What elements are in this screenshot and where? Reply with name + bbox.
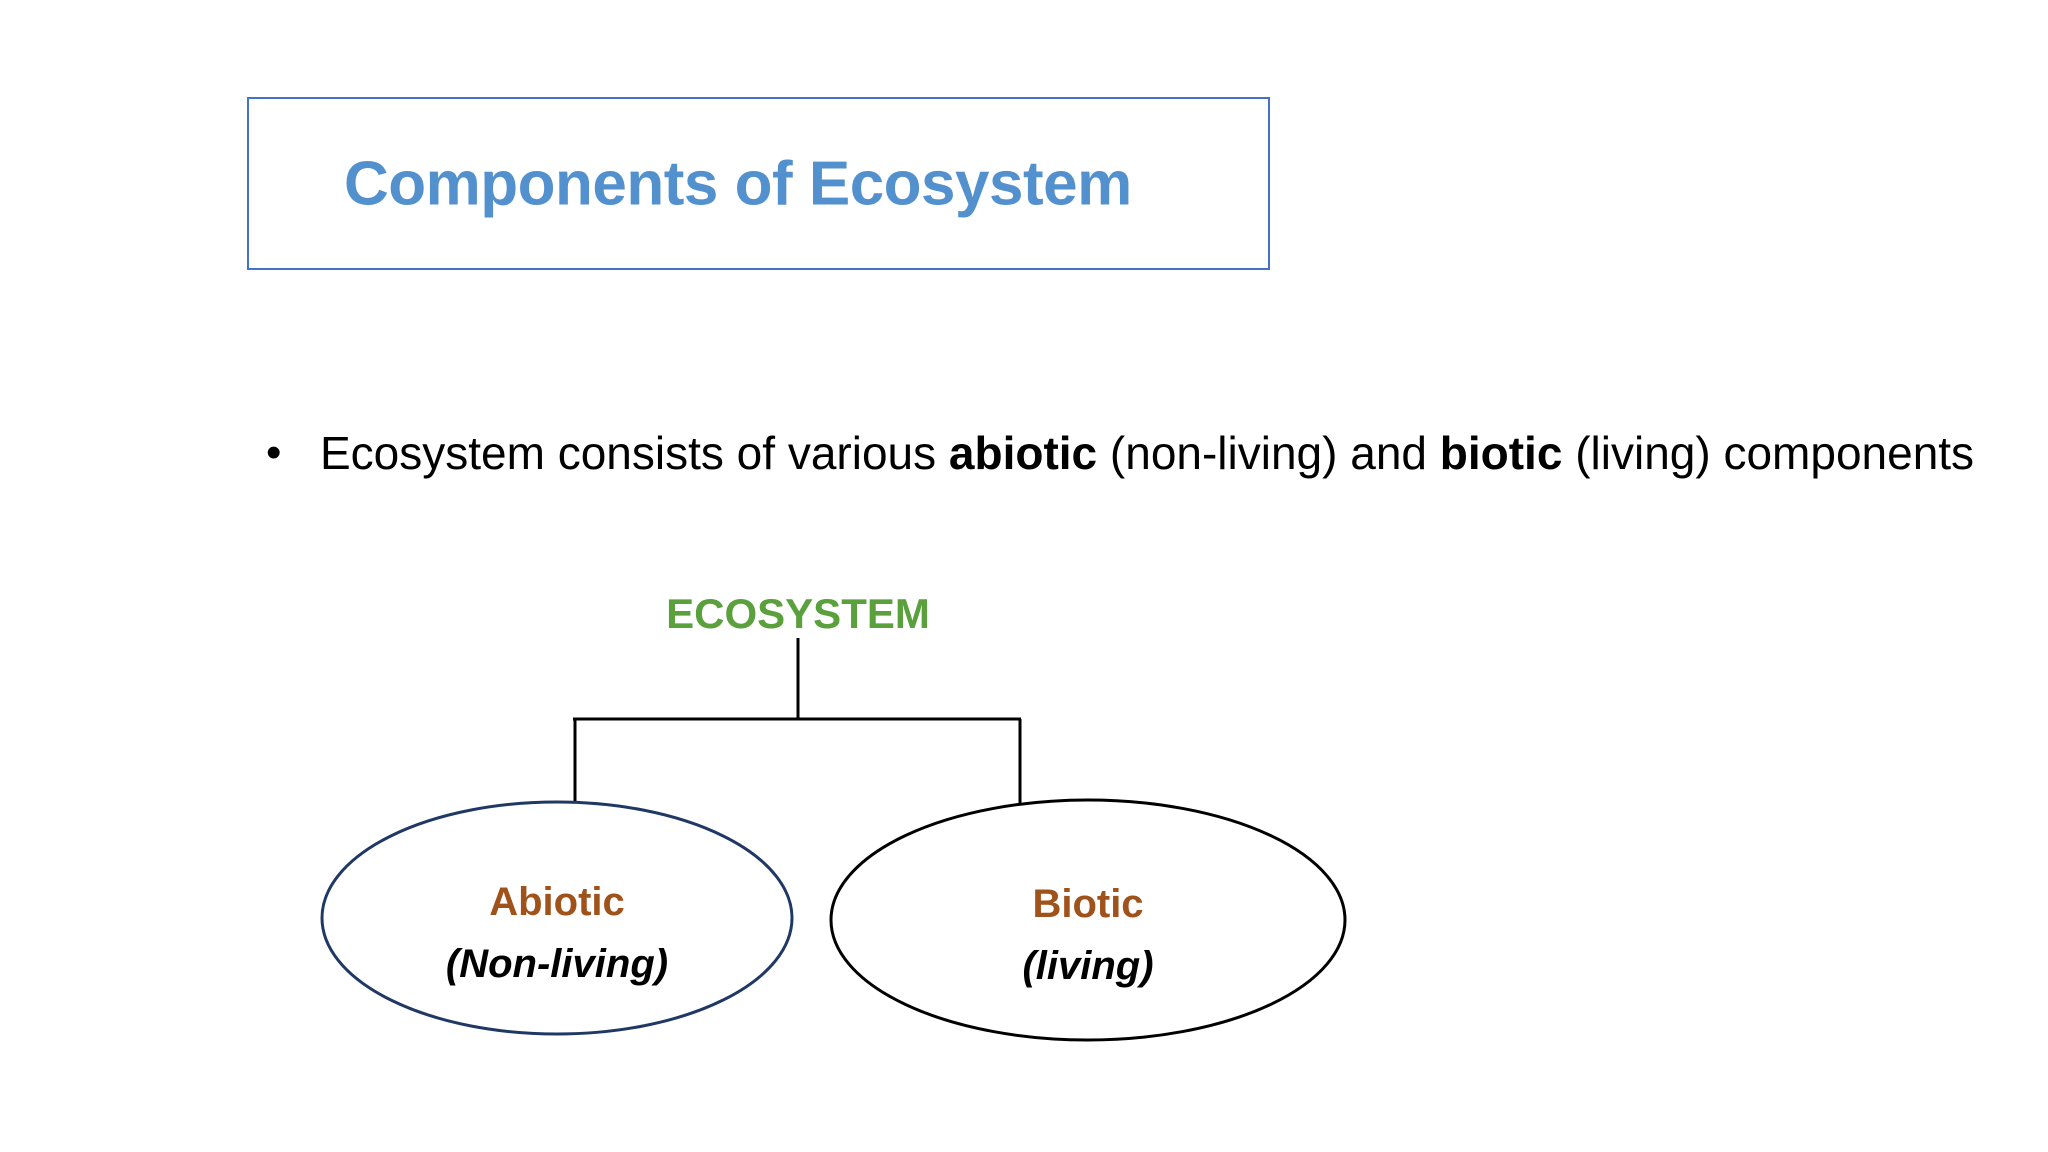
node-abiotic-subtitle: (Non-living): [446, 942, 668, 986]
bullet-text-part-1: abiotic: [948, 427, 1098, 479]
bullet-list-item: • Ecosystem consists of various abiotic …: [262, 420, 1982, 486]
bullet-text-part-2: (non-living) and: [1097, 427, 1440, 479]
node-abiotic-title: Abiotic: [489, 880, 625, 924]
bullet-text-part-0: Ecosystem consists of various: [320, 427, 949, 479]
bullet-text-part-4: (living) components: [1562, 427, 1975, 479]
bullet-text-part-3: biotic: [1439, 427, 1563, 479]
page-title: Components of Ecosystem: [344, 149, 1132, 218]
diagram-root-label: ECOSYSTEM: [666, 590, 930, 637]
body-text-block: • Ecosystem consists of various abiotic …: [262, 420, 1982, 486]
bullet-text: Ecosystem consists of various abiotic (n…: [320, 420, 1982, 486]
title-box: Components of Ecosystem: [247, 97, 1270, 270]
node-biotic-subtitle: (living): [1022, 944, 1153, 988]
node-biotic-title: Biotic: [1032, 882, 1143, 926]
bullet-marker-icon: •: [266, 428, 282, 477]
